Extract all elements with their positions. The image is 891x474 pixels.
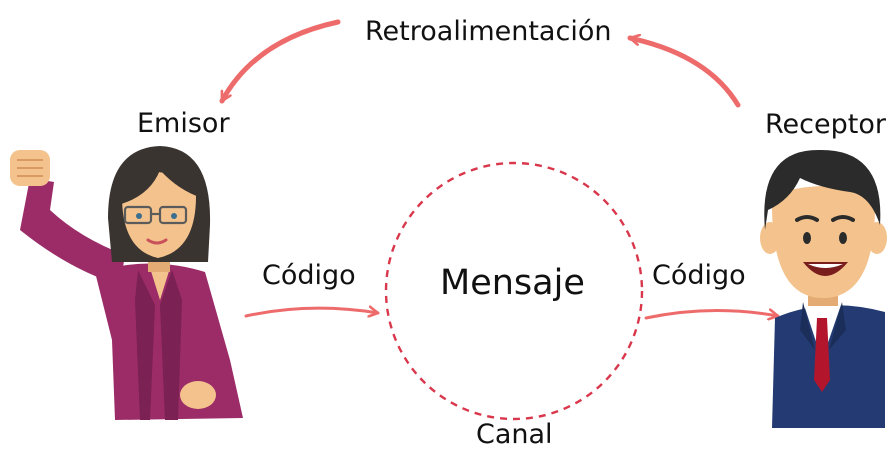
- code-label-left: Código: [262, 260, 356, 291]
- code-arrow-right: [644, 310, 780, 318]
- feedback-arrow-left: [219, 19, 341, 104]
- receiver-label: Receptor: [765, 109, 886, 140]
- woman-raising-fist-icon: [10, 146, 243, 420]
- feedback-label: Retroalimentación: [365, 16, 612, 47]
- feedback-arrow-right: [627, 38, 741, 108]
- code-arrow-left: [244, 308, 380, 316]
- sender-label: Emisor: [137, 108, 230, 139]
- channel-label: Canal: [476, 419, 553, 450]
- code-label-right: Código: [652, 260, 746, 291]
- message-label: Mensaje: [440, 263, 585, 303]
- channel-circle: [384, 161, 644, 421]
- smiling-man-in-suit-icon: [760, 149, 887, 428]
